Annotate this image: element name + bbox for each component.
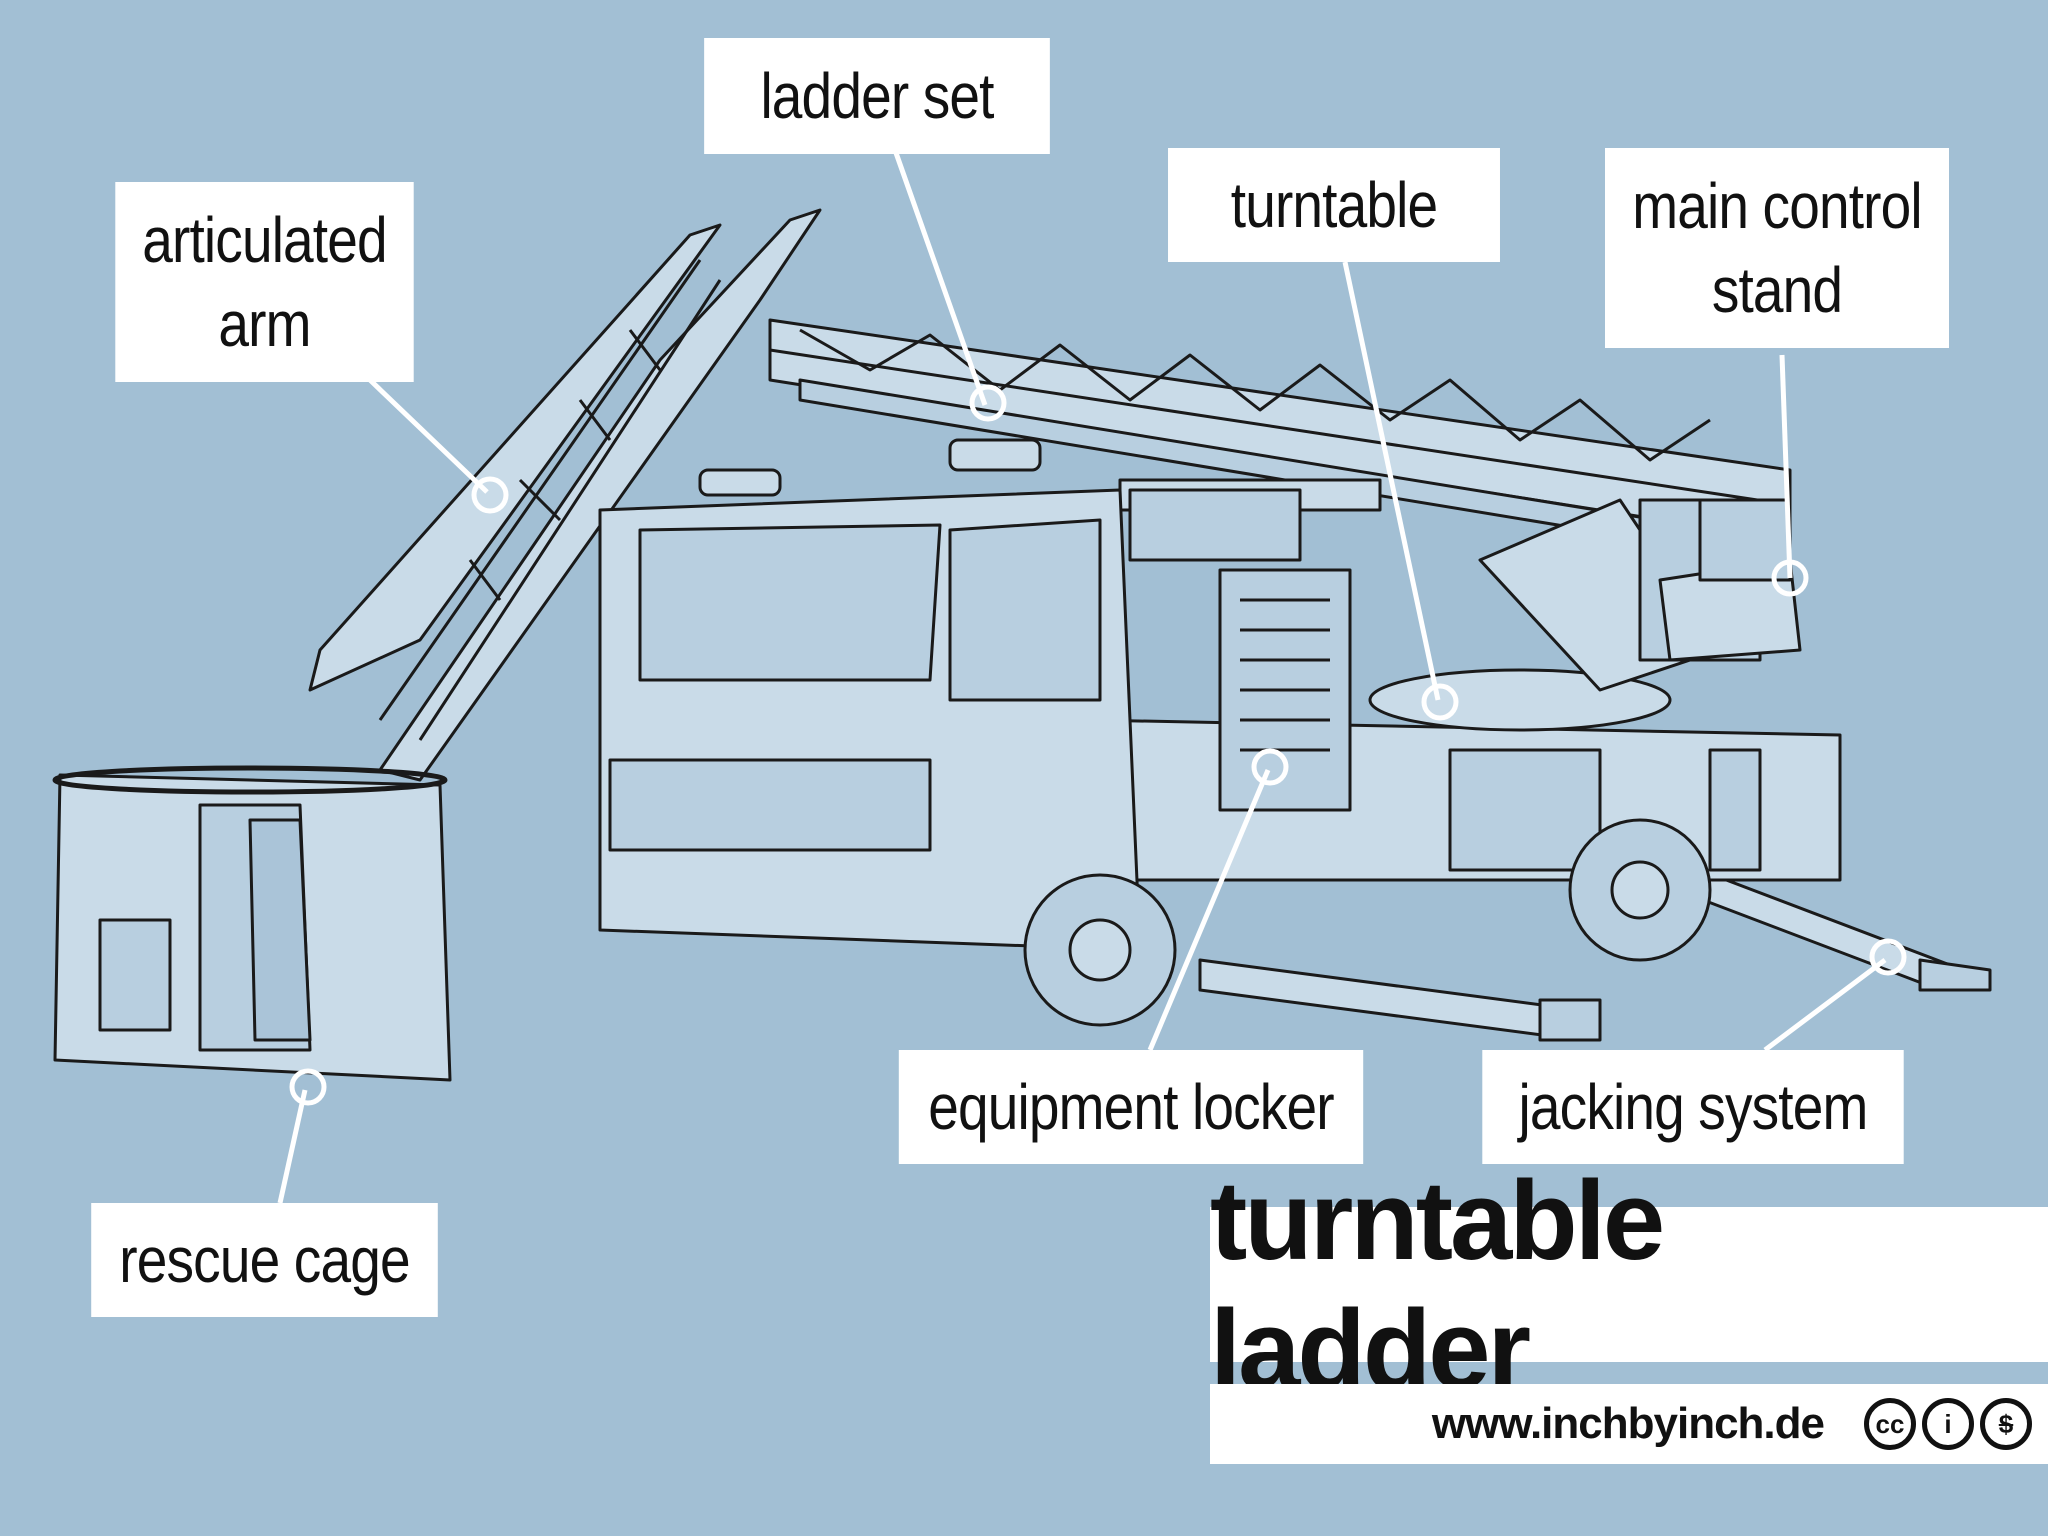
label-jacking-system: jacking system xyxy=(1482,1050,1904,1164)
truck-cab xyxy=(598,438,1142,952)
marker-control-stand xyxy=(1771,559,1809,597)
footer-bar: www.inchbyinch.de cc i $ xyxy=(1210,1384,2048,1464)
rescue-cage-shape xyxy=(52,765,452,1082)
label-turntable-text: turntable xyxy=(1230,169,1438,241)
marker-ladder-set xyxy=(969,384,1007,422)
wheel-rear xyxy=(1568,818,1712,962)
attribution-icon: i xyxy=(1922,1398,1974,1450)
noncommercial-icon: $ xyxy=(1980,1398,2032,1450)
ladder-set xyxy=(768,318,1792,562)
main-control-stand xyxy=(1658,498,1802,662)
label-main-control-stand-line1: main control xyxy=(1632,170,1922,242)
label-turntable: turntable xyxy=(1168,148,1500,262)
label-main-control-stand-line2: stand xyxy=(1711,254,1843,326)
label-equipment-locker-text: equipment locker xyxy=(928,1071,1334,1143)
label-jacking-system-text: jacking system xyxy=(1518,1071,1869,1143)
marker-equipment-locker xyxy=(1251,748,1289,786)
label-ladder-set-text: ladder set xyxy=(760,60,994,132)
label-rescue-cage: rescue cage xyxy=(91,1203,438,1317)
jacking-leg-front xyxy=(1198,958,1602,1042)
license-icons: cc i $ xyxy=(1864,1398,2032,1450)
leader-lines xyxy=(277,149,1907,1204)
label-ladder-set: ladder set xyxy=(704,38,1050,154)
articulated-arm xyxy=(308,208,822,782)
page-title-text: turntable ladder xyxy=(1210,1157,1665,1412)
label-main-control-stand: main control stand xyxy=(1605,148,1949,348)
label-articulated-arm-line1: articulated xyxy=(142,204,387,276)
label-equipment-locker: equipment locker xyxy=(898,1050,1364,1164)
label-articulated-arm: articulated arm xyxy=(115,182,414,382)
page-title: turntable ladder xyxy=(1210,1158,2048,1412)
footer-url[interactable]: www.inchbyinch.de xyxy=(1431,1399,1825,1448)
label-articulated-arm-line2: arm xyxy=(218,288,311,360)
marker-turntable xyxy=(1421,683,1459,721)
wheel-front xyxy=(1023,873,1177,1027)
marker-jacking-system xyxy=(1869,938,1907,976)
marker-articulated-arm xyxy=(471,476,509,514)
cc-icon: cc xyxy=(1864,1398,1916,1450)
jacking-leg-rear xyxy=(1688,868,1992,992)
marker-rescue-cage xyxy=(289,1068,327,1106)
label-rescue-cage-text: rescue cage xyxy=(119,1224,410,1296)
